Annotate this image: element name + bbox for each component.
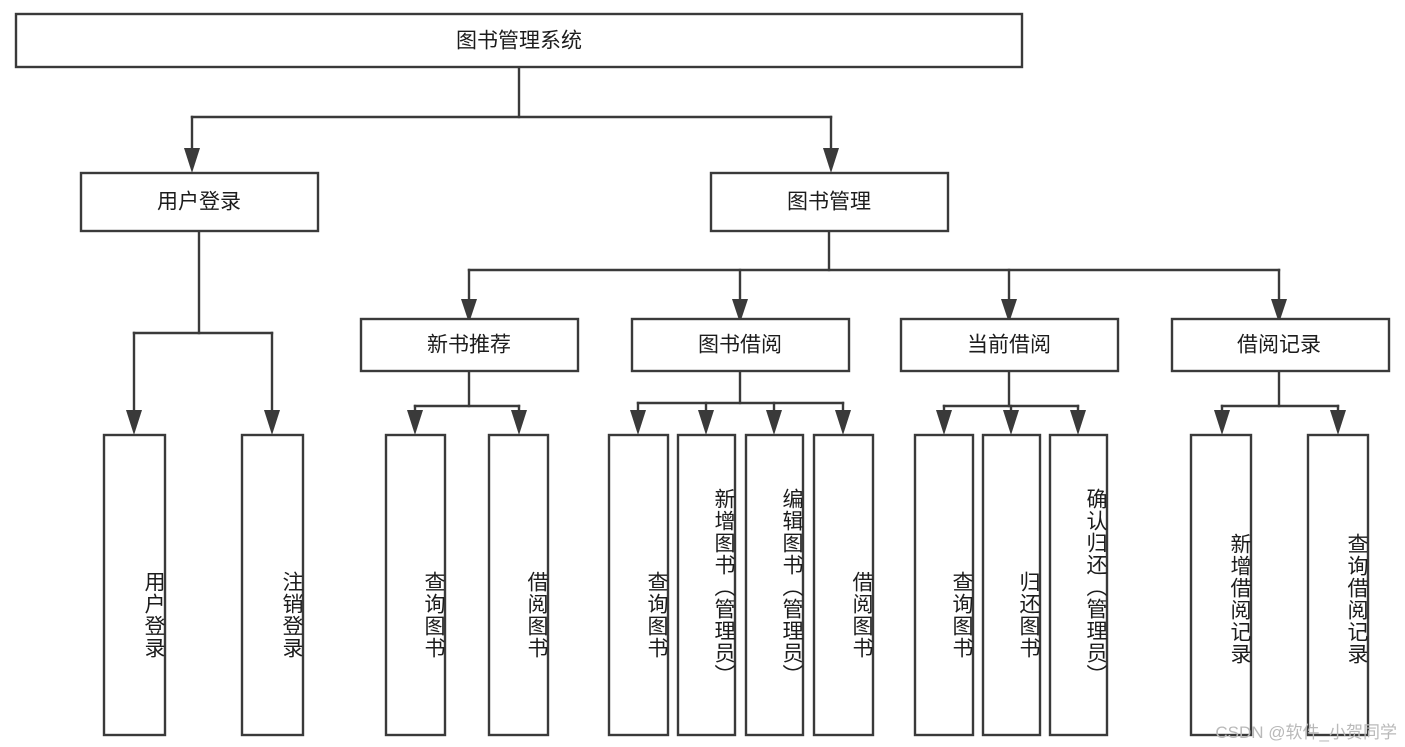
leaf-user-login[interactable]	[102, 433, 167, 737]
arrowhead-bb-leaf3	[766, 410, 782, 435]
arrowhead-current-borrow	[1001, 299, 1017, 323]
arrowhead-nb-leaf2	[511, 410, 527, 435]
arrowhead-book-borrow	[732, 299, 748, 323]
node-borrow-record[interactable]	[1170, 317, 1391, 373]
arrowhead-new-book-recommend	[461, 299, 477, 323]
arrowhead-user-login	[184, 148, 200, 173]
leaf-br-query-record[interactable]	[1306, 433, 1370, 737]
node-new-book-recommend[interactable]	[359, 317, 580, 373]
label-layer: 图书管理系统 用户登录 图书管理 新书推荐 图书借阅 当前借阅 借阅记录	[157, 30, 1321, 357]
leaf-cb-confirm-return[interactable]	[1048, 433, 1109, 737]
watermark: CSDN @软件_小贺同学	[1215, 723, 1397, 742]
arrowhead-leaf-logout	[264, 410, 280, 435]
leaf-br-add-record[interactable]	[1189, 433, 1253, 737]
leaf-logout[interactable]	[240, 433, 305, 737]
arrowhead-br-leaf2	[1330, 410, 1346, 435]
arrowhead-cb-leaf3	[1070, 410, 1086, 435]
level2-label-user-login: 用户登录	[157, 191, 241, 214]
level3-label-borrow-record: 借阅记录	[1237, 334, 1321, 357]
node-book-management[interactable]	[709, 171, 950, 233]
arrowhead-cb-leaf2	[1003, 410, 1019, 435]
arrowhead-borrow-record	[1271, 299, 1287, 323]
root-label: 图书管理系统	[456, 30, 582, 53]
node-root[interactable]	[14, 12, 1024, 69]
level3-label-new-book-recommend: 新书推荐	[427, 334, 511, 357]
leaf-cb-query-book[interactable]	[913, 433, 975, 737]
connector-layer	[126, 65, 1346, 435]
leaf-nb-borrow-book[interactable]	[487, 433, 550, 737]
arrowhead-nb-leaf1	[407, 410, 423, 435]
node-book-borrow[interactable]	[630, 317, 851, 373]
level2-label-book-management: 图书管理	[787, 191, 871, 214]
level3-label-book-borrow: 图书借阅	[698, 334, 782, 357]
leaf-cb-return-book[interactable]	[981, 433, 1042, 737]
leaf-bb-add-book[interactable]	[676, 433, 737, 737]
arrowhead-bb-leaf1	[630, 410, 646, 435]
arrowhead-br-leaf1	[1214, 410, 1230, 435]
leaf-bb-borrow-book[interactable]	[812, 433, 875, 737]
arrowhead-leaf-user-login	[126, 410, 142, 435]
leaf-bb-query-book[interactable]	[607, 433, 670, 737]
level3-label-current-borrow: 当前借阅	[967, 334, 1051, 357]
arrowhead-bb-leaf2	[698, 410, 714, 435]
node-user-login[interactable]	[79, 171, 320, 233]
arrowhead-book-mgmt	[823, 148, 839, 173]
leaf-bb-edit-book[interactable]	[744, 433, 805, 737]
arrowhead-bb-leaf4	[835, 410, 851, 435]
node-layer	[14, 12, 1391, 737]
leaf-nb-query-book[interactable]	[384, 433, 447, 737]
arrowhead-cb-leaf1	[936, 410, 952, 435]
node-current-borrow[interactable]	[899, 317, 1120, 373]
